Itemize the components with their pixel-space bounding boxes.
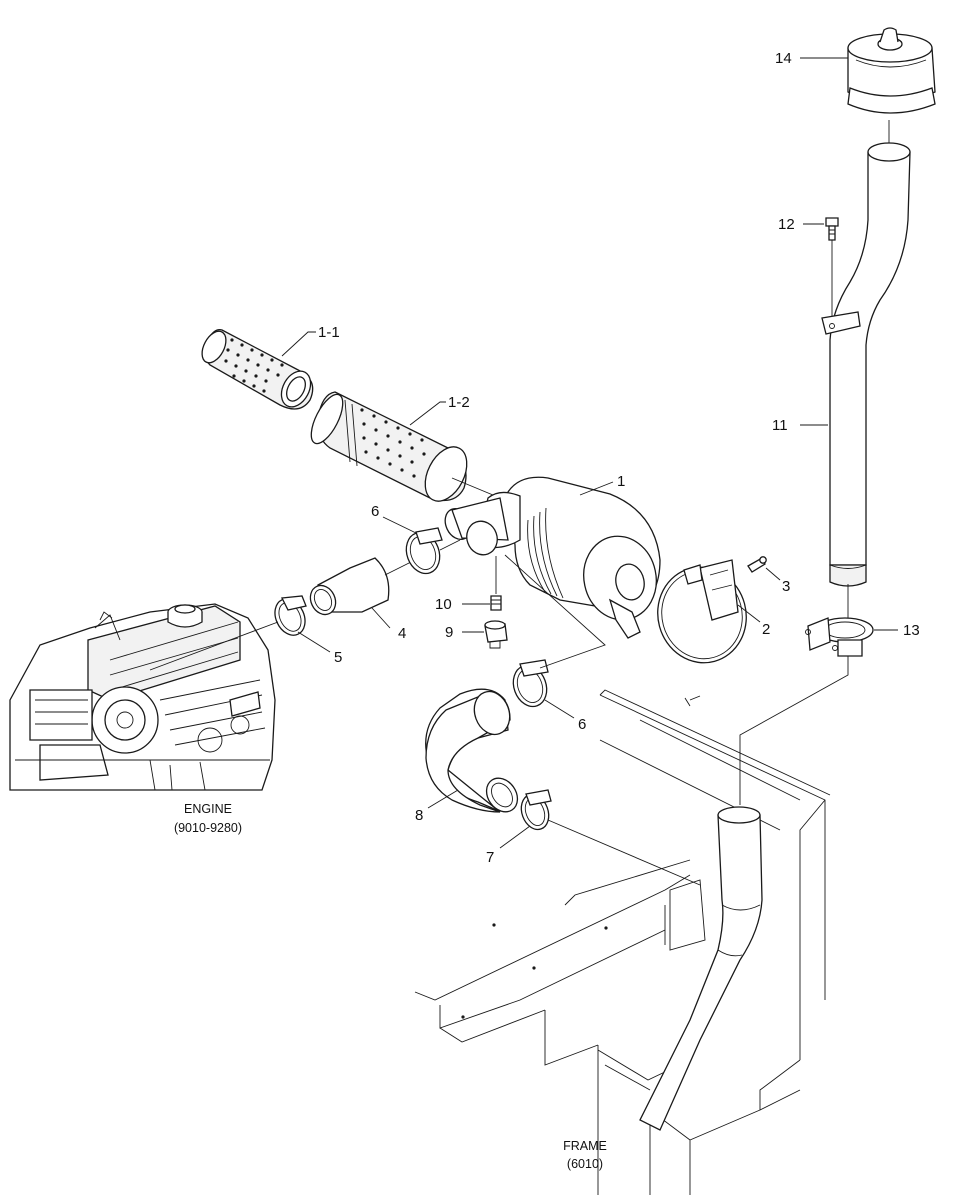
- callout-11: 11: [772, 417, 788, 434]
- leader-7: [500, 826, 530, 848]
- part-3-bolt: [748, 557, 766, 572]
- callout-1-2: 1-2: [448, 394, 470, 411]
- callout-3: 3: [782, 578, 790, 595]
- part-12-bolt: [826, 218, 838, 240]
- callout-9: 9: [445, 624, 453, 641]
- part-7-hose-clamp: [517, 790, 554, 833]
- callout-6-upper: 6: [371, 503, 379, 520]
- assembly-line-engine: [150, 622, 278, 670]
- leader-2: [738, 605, 760, 622]
- callout-13: 13: [903, 622, 920, 639]
- callout-8: 8: [415, 807, 423, 824]
- leader-5: [298, 632, 330, 652]
- callout-7: 7: [486, 849, 494, 866]
- leader-1: [580, 482, 613, 495]
- callout-1-1: 1-1: [318, 324, 340, 341]
- callout-2: 2: [762, 621, 770, 638]
- leader-6-upper: [383, 517, 416, 533]
- callout-10: 10: [435, 596, 452, 613]
- callout-14: 14: [775, 50, 792, 67]
- part-9-fitting: [485, 621, 507, 648]
- part-1-air-cleaner-housing: [440, 477, 664, 638]
- filter-1-1-perforations: [224, 338, 284, 393]
- part-6-hose-clamp-upper: [401, 528, 445, 578]
- part-4-reducer-hose: [306, 558, 389, 619]
- assembly-line-7-frame: [548, 820, 700, 885]
- callout-12: 12: [778, 216, 795, 233]
- leader-1-2: [410, 402, 446, 425]
- part-10-nipple: [491, 596, 501, 610]
- leader-6-lower: [545, 700, 574, 718]
- frame-reference-code: (6010): [567, 1157, 603, 1171]
- leader-1-1: [282, 332, 316, 356]
- part-11-intake-pipe: [830, 143, 910, 586]
- leader-3: [766, 568, 780, 580]
- part-6-hose-clamp-lower: [508, 660, 552, 711]
- assembly-line-6-housing: [505, 555, 605, 668]
- callout-5: 5: [334, 649, 342, 666]
- callout-1: 1: [617, 473, 625, 490]
- part-1-2-outer-filter: [305, 390, 475, 508]
- frame-reference-name: FRAME: [563, 1139, 607, 1153]
- leader-4: [372, 608, 390, 628]
- part-14-precleaner-cap: [848, 28, 935, 113]
- callout-4: 4: [398, 625, 406, 642]
- engine-reference-name: ENGINE: [184, 802, 232, 816]
- leader-8: [428, 790, 458, 808]
- part-8-elbow-hose: [426, 687, 524, 818]
- part-5-hose-clamp: [269, 594, 310, 640]
- engine-reference-code: (9010-9280): [174, 821, 242, 835]
- assembly-line-6-1: [440, 540, 460, 550]
- engine-assembly: [10, 604, 275, 790]
- part-1-1-inner-filter: [197, 327, 316, 412]
- frame-structure: [415, 690, 830, 1195]
- callout-6-lower: 6: [578, 716, 586, 733]
- filter-1-2-perforations: [360, 408, 426, 478]
- assembly-line-13-frame: [740, 656, 848, 805]
- part-13-pipe-clamp: [806, 618, 874, 656]
- part-2-mounting-band: [647, 557, 757, 673]
